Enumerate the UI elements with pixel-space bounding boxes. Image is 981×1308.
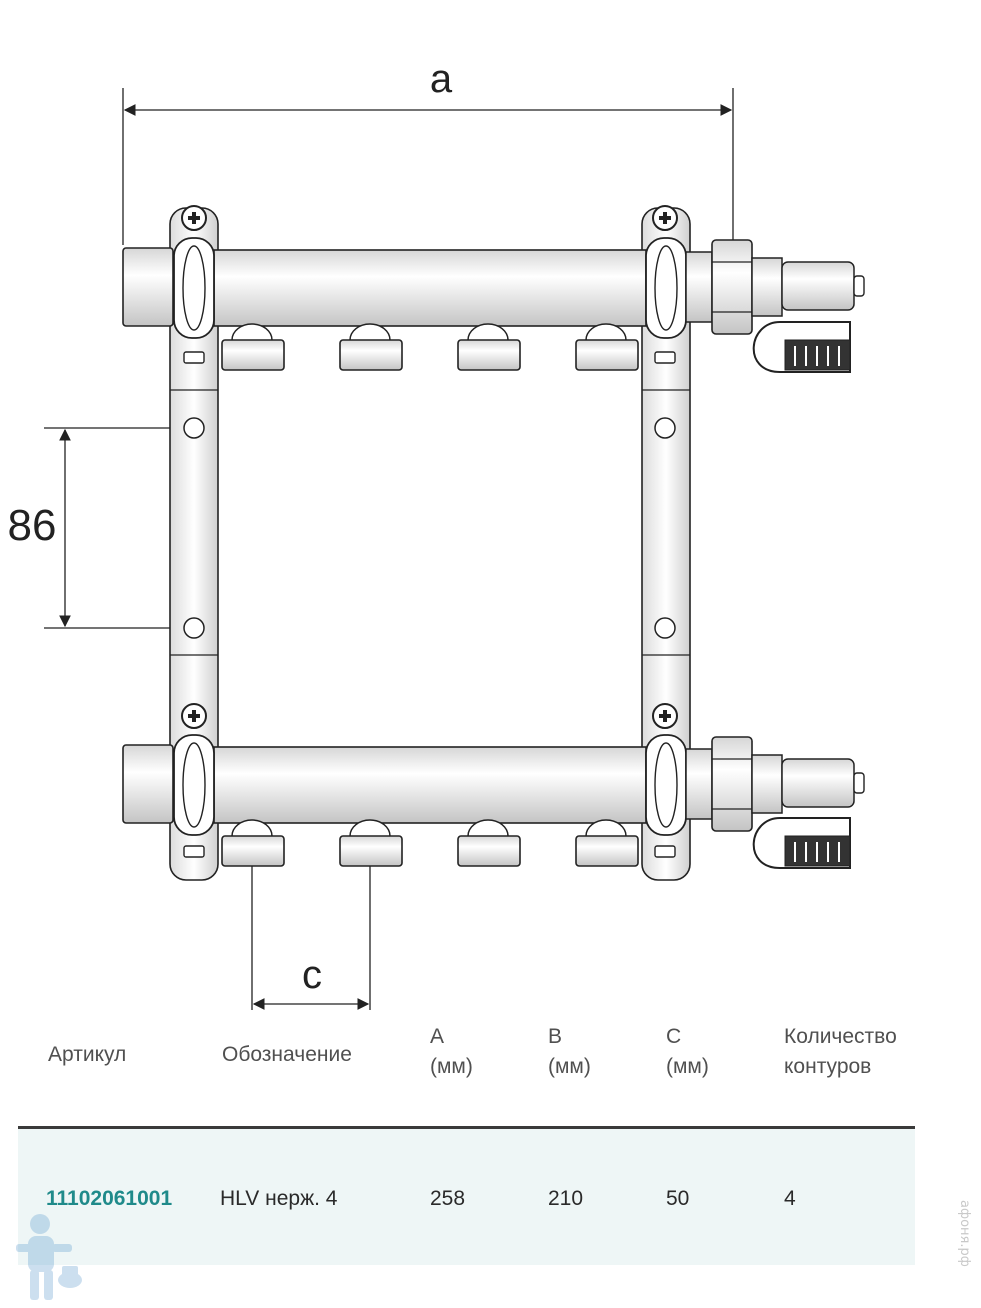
header-b: B (мм) <box>548 1025 591 1078</box>
dimension-a: a <box>122 57 734 290</box>
cell-designation: HLV нерж. 4 <box>220 1187 338 1210</box>
outlet <box>575 323 639 371</box>
cell-c: 50 <box>666 1187 690 1210</box>
mounting-hole <box>654 417 676 439</box>
dimension-c-label: c <box>302 953 322 997</box>
mounting-hole <box>183 617 205 639</box>
outlet <box>221 323 285 371</box>
cell-circuits: 4 <box>784 1187 796 1210</box>
outlet <box>221 819 285 867</box>
header-article: Артикул <box>48 1043 127 1066</box>
watermark-site: афоня.рф <box>952 1200 976 1300</box>
outlet <box>339 819 403 867</box>
header-circuits: Количество контуров <box>784 1025 897 1078</box>
table-rule <box>18 1126 915 1129</box>
outlet <box>339 323 403 371</box>
manifold-drawing: a 86 c <box>8 57 865 1010</box>
manifold-pipe-bottom <box>122 703 865 869</box>
cell-article: 11102061001 <box>46 1187 173 1210</box>
outlets-bottom <box>221 819 639 867</box>
table-row <box>18 1129 915 1265</box>
watermark-site-text: афоня.рф <box>957 1200 972 1267</box>
outlet <box>457 819 521 867</box>
watermark-plumber-logo <box>16 1214 82 1300</box>
header-a: A (мм) <box>430 1025 473 1078</box>
manifold-pipe-top <box>122 205 865 373</box>
cell-b: 210 <box>548 1187 584 1210</box>
dimension-a-label: a <box>430 57 453 101</box>
header-c: C (мм) <box>666 1025 709 1078</box>
header-designation: Обозначение <box>222 1043 352 1066</box>
outlet <box>457 323 521 371</box>
dimension-b-label: 86 <box>8 501 57 550</box>
dimension-b: 86 <box>8 427 192 629</box>
mounting-hole <box>183 417 205 439</box>
mounting-hole <box>654 617 676 639</box>
dimension-c: c <box>251 845 371 1010</box>
outlets-top <box>221 323 639 371</box>
outlet <box>575 819 639 867</box>
cell-a: 258 <box>430 1187 466 1210</box>
